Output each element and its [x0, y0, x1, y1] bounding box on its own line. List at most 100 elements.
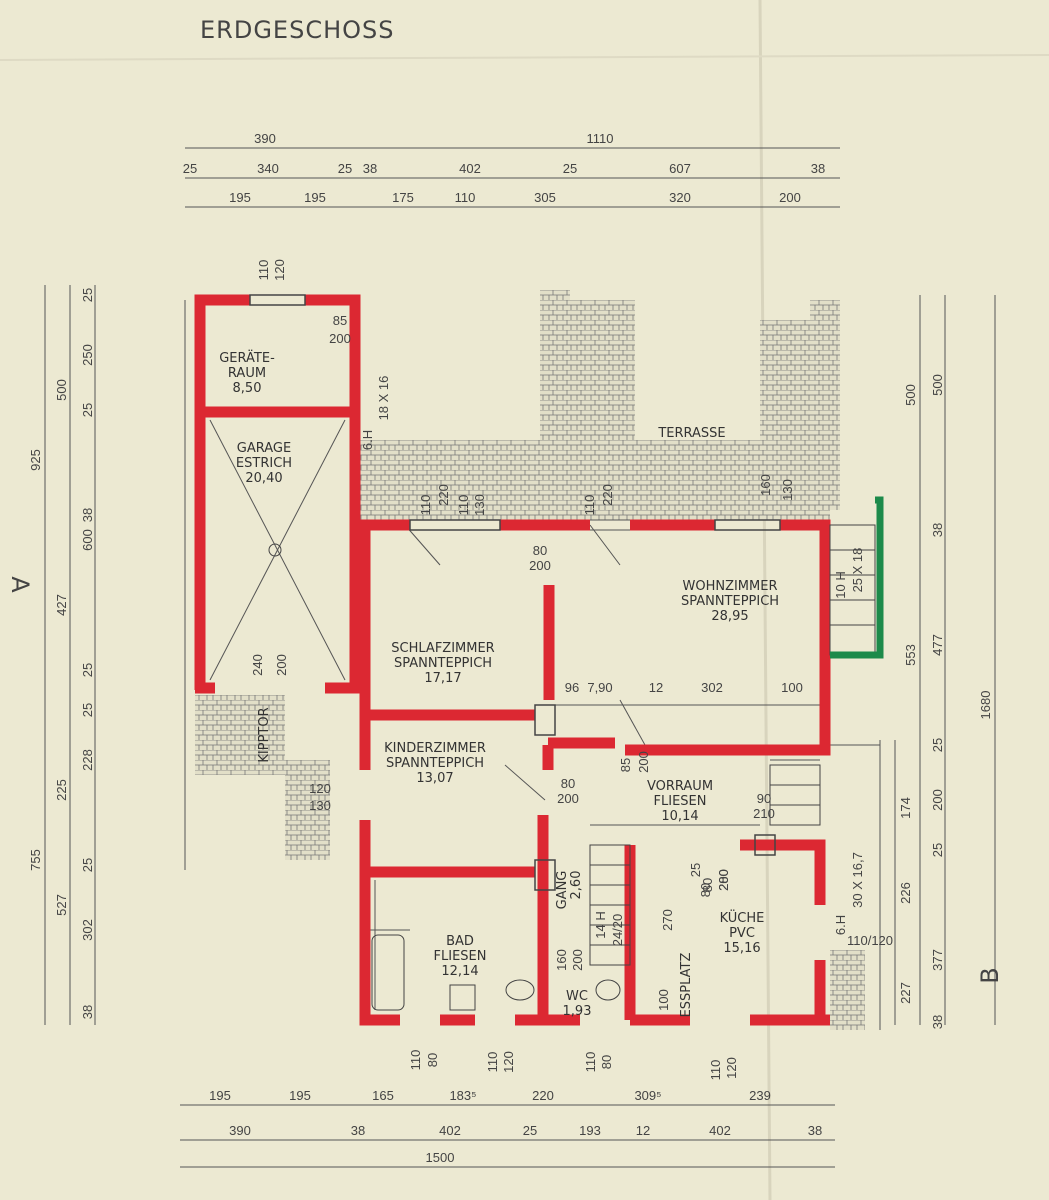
room-label-kipptor: KIPPTOR [257, 707, 272, 762]
dim-left-1: 755 [28, 849, 43, 871]
opening-dimension: 80 [599, 1055, 614, 1069]
opening-dimension: 85 [333, 313, 347, 328]
dim-left-3: 25 [80, 663, 95, 677]
dim-right-4: 227 [898, 982, 913, 1004]
dim-bottom-2: 38 [351, 1123, 365, 1138]
dim-left-3: 250 [80, 344, 95, 366]
room-label-garage: GARAGE [237, 441, 291, 456]
opening-dimension: 80 [698, 883, 713, 897]
dim-left-3: 302 [80, 919, 95, 941]
opening-dimension: 6.H [360, 430, 375, 450]
room-label-wohnzimmer: SPANNTEPPICH [681, 594, 779, 609]
room-label-garage: ESTRICH [236, 456, 292, 471]
window-markers [249, 294, 781, 891]
opening-dimension: 100 [656, 989, 671, 1011]
room-label-kueche: 15,16 [723, 941, 760, 956]
room-label-schlafzimmer: SCHLAFZIMMER [391, 641, 494, 656]
opening-dimension: 200 [329, 331, 351, 346]
dim-left-3: 600 [80, 529, 95, 551]
opening-dimension: 25 [688, 863, 703, 877]
dim-top-3: 110 [455, 190, 476, 205]
opening-dimension: 200 [557, 791, 579, 806]
opening-dimension: 302 [701, 680, 723, 695]
dim-bottom-2: 402 [439, 1123, 461, 1138]
opening-dimension: 80 [561, 776, 575, 791]
dim-left-3: 25 [80, 858, 95, 872]
room-label-geraeteraum: RAUM [228, 366, 266, 381]
opening-dimension: 200 [570, 949, 585, 971]
dim-right-1: 1680 [978, 691, 993, 720]
dim-top-2: 402 [459, 161, 481, 176]
dim-bottom-1: 183⁵ [449, 1088, 476, 1103]
dim-left-3: 25 [80, 403, 95, 417]
dim-bottom-1: 220 [532, 1088, 554, 1103]
dim-top-2: 25 [338, 161, 352, 176]
dim-bottom-2: 25 [523, 1123, 537, 1138]
opening-dimension: 160 [758, 474, 773, 496]
dim-top-2: 25 [563, 161, 577, 176]
opening-dimension: 14 H [593, 911, 608, 938]
opening-dimension: 200 [274, 654, 289, 676]
opening-dimension: 7,90 [587, 680, 612, 695]
opening-dimension: 110 [408, 1050, 423, 1071]
opening-dimension: 270 [660, 909, 675, 931]
dim-left-3: 38 [80, 1005, 95, 1019]
opening-dimension: 200 [529, 558, 551, 573]
dim-bottom-2: 402 [709, 1123, 731, 1138]
dim-top-2: 25 [183, 161, 197, 176]
opening-dimension: 6.H [833, 915, 848, 935]
room-label-bad: 12,14 [441, 964, 478, 979]
dim-top-2: 38 [363, 161, 377, 176]
opening-dimension: 210 [753, 806, 775, 821]
fixtures [268, 543, 621, 1011]
dim-bottom-2: 38 [808, 1123, 822, 1138]
room-label-vorraum: VORRAUM [647, 779, 713, 794]
dim-right-4: 226 [898, 882, 913, 904]
room-label-kinderzimmer: 13,07 [416, 771, 453, 786]
room-label-garage: 20,40 [245, 471, 282, 486]
opening-dimension: 160 [554, 949, 569, 971]
room-label-vorraum: 10,14 [661, 809, 698, 824]
paving [195, 290, 865, 1030]
opening-dimension: 24/20 [610, 914, 625, 947]
room-label-bad: BAD [446, 934, 474, 949]
opening-dimension: 120 [501, 1051, 516, 1073]
opening-dimension: 110 [582, 495, 597, 516]
dim-bottom-1: 195 [289, 1088, 311, 1103]
dim-bottom-1: 195 [209, 1088, 231, 1103]
dim-right-3: 38 [930, 523, 945, 537]
room-label-kueche: PVC [729, 926, 755, 941]
dim-top-2: 340 [257, 161, 279, 176]
dim-top-3: 195 [229, 190, 251, 205]
room-label-wc: WC [566, 989, 588, 1004]
opening-dimension: 90 [757, 791, 771, 806]
room-label-kinderzimmer: SPANNTEPPICH [386, 756, 484, 771]
opening-dimension: 240 [250, 654, 265, 676]
dim-top-1: 390 [254, 131, 276, 146]
opening-dimension: 110 [256, 260, 271, 281]
dimension-lines [44, 147, 996, 1168]
room-label-wc: 1,93 [563, 1004, 592, 1019]
dim-right-2: 500 [903, 384, 918, 406]
room-label-gang: GANG [555, 871, 570, 910]
dim-bottom-2: 12 [636, 1123, 650, 1138]
opening-dimension: 80 [700, 878, 715, 892]
opening-dimension: 220 [600, 484, 615, 506]
dim-bottom-total: 1500 [426, 1150, 455, 1165]
dim-left-3: 25 [80, 288, 95, 302]
opening-dimension: 130 [472, 494, 487, 516]
page-title: ERDGESCHOSS [200, 16, 394, 44]
opening-dimension: 130 [309, 798, 331, 813]
room-label-kueche: KÜCHE [720, 909, 765, 926]
room-label-essplatz: ESSPLATZ [679, 952, 694, 1017]
dim-left-2: 225 [54, 779, 69, 801]
dim-left-1: 925 [28, 449, 43, 471]
dim-right-3: 200 [930, 789, 945, 811]
dim-top-3: 195 [304, 190, 326, 205]
dim-right-3: 25 [930, 843, 945, 857]
section-marker-b: B [976, 966, 1004, 983]
dim-left-3: 228 [80, 749, 95, 771]
opening-dimension: 200 [716, 869, 731, 891]
dim-top-2: 607 [669, 161, 691, 176]
